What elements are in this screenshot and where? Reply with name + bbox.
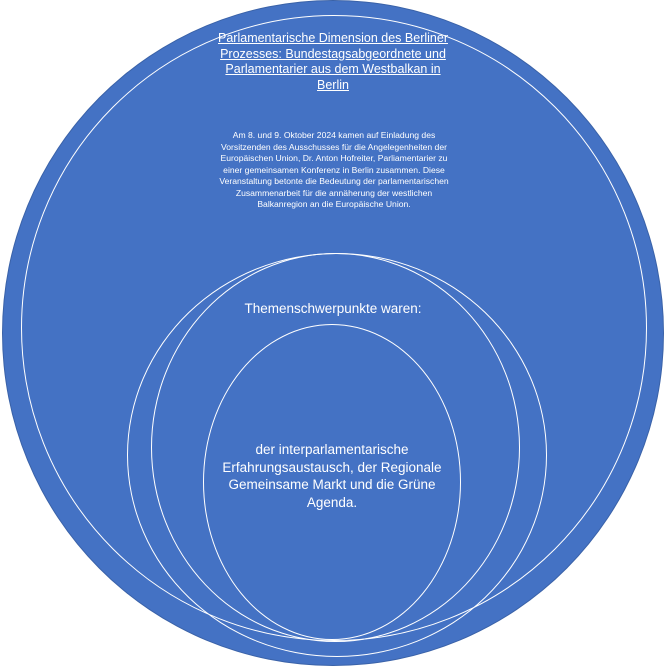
topics-heading: Themenschwerpunkte waren: [244, 301, 422, 316]
diagram-title: Parlamentarische Dimension des Berliner … [218, 31, 448, 92]
topics-text: der interparlamentarische Erfahrungsaust… [222, 442, 442, 510]
inner-ring [203, 324, 461, 640]
description-text: Am 8. und 9. Oktober 2024 kamen auf Einl… [219, 130, 449, 209]
middle-ring-right [151, 253, 520, 642]
